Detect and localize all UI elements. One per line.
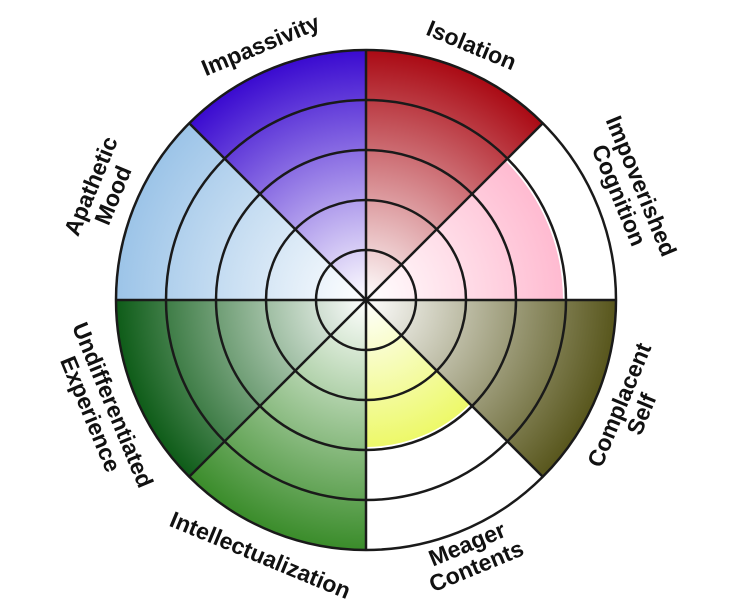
sector-bar [189, 300, 366, 550]
sector-bar [189, 50, 366, 300]
spoke-gridline [365, 122, 544, 301]
sector-bar [116, 300, 366, 477]
sector-bar [366, 160, 563, 300]
sector-bar [366, 300, 616, 477]
spoke-gridline [188, 122, 367, 301]
sector-bar [116, 123, 366, 301]
category-label: ImpoverishedCognition [579, 112, 682, 269]
sector-bar [366, 300, 470, 447]
spoke-gridline [188, 299, 367, 478]
spoke-gridline [365, 299, 544, 478]
sector-bar [366, 50, 543, 300]
